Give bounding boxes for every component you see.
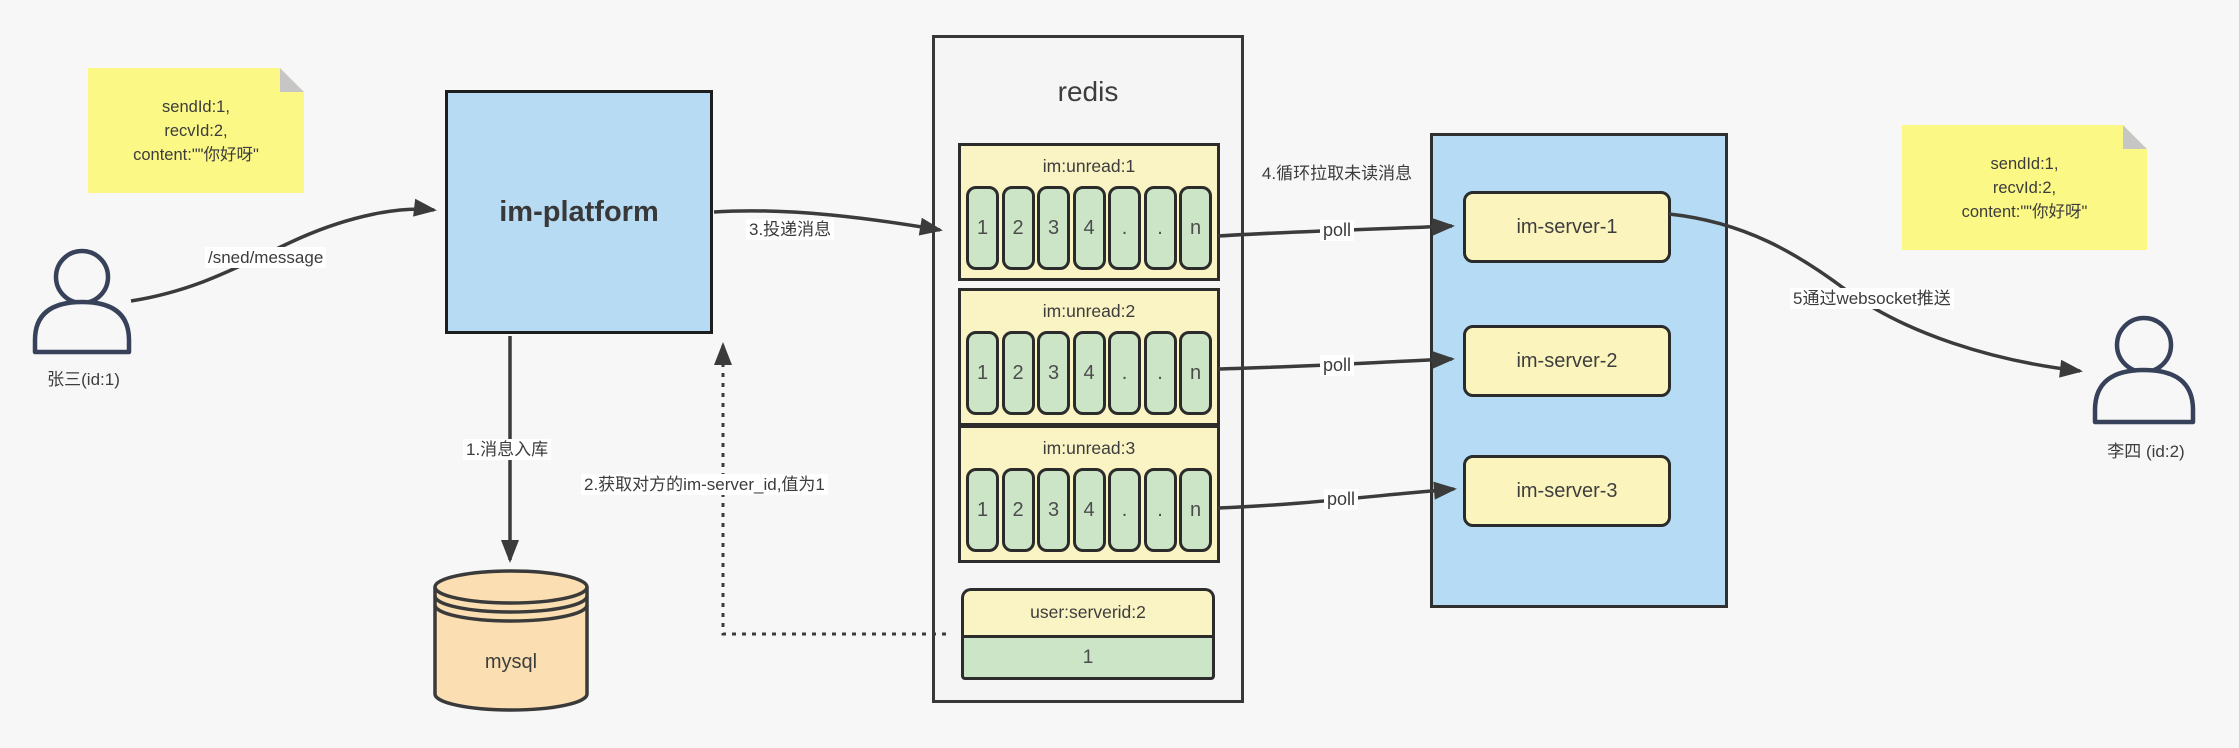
edge-label-poll-3: poll bbox=[1324, 489, 1359, 510]
mysql-cylinder bbox=[433, 569, 589, 712]
queue-cells: 1 2 3 4 . . n bbox=[961, 186, 1217, 270]
queue-im-unread-1: im:unread:1 1 2 3 4 . . n bbox=[958, 143, 1220, 281]
queue-cell: 2 bbox=[1001, 331, 1035, 415]
redis-container: redis im:unread:1 1 2 3 4 . . n im:unrea… bbox=[932, 35, 1244, 703]
queue-cell: . bbox=[1108, 331, 1141, 415]
note-line: sendId:1, bbox=[162, 97, 230, 116]
person-sender-icon bbox=[32, 248, 132, 355]
queue-cell: 3 bbox=[1037, 186, 1070, 270]
mysql-label: mysql bbox=[484, 651, 538, 673]
edge-label-step1: 1.消息入库 bbox=[463, 439, 552, 460]
note-line: recvId:2, bbox=[1992, 178, 2057, 197]
sender-label: 张三(id:1) bbox=[47, 370, 120, 389]
queue-header: im:unread:1 bbox=[1042, 156, 1136, 176]
redis-title: redis bbox=[1057, 76, 1119, 107]
queue-im-unread-3: im:unread:3 1 2 3 4 . . n bbox=[958, 425, 1220, 563]
im-platform-label: im-platform bbox=[499, 195, 659, 228]
queue-cell: n bbox=[1179, 331, 1212, 415]
edge-get-server-id bbox=[714, 342, 946, 636]
queue-header: im:unread:2 bbox=[1042, 301, 1136, 321]
queue-cell: 1 bbox=[966, 186, 999, 270]
queue-cell: . bbox=[1143, 331, 1177, 415]
queue-cell: 4 bbox=[1072, 468, 1106, 552]
queue-cells: 1 2 3 4 . . n bbox=[961, 468, 1217, 552]
edge-deliver-message bbox=[713, 209, 943, 236]
user-serverid-value: 1 bbox=[961, 635, 1215, 680]
person-receiver-icon bbox=[2092, 315, 2196, 425]
edge-label-poll-2: poll bbox=[1320, 355, 1355, 376]
queue-im-unread-2: im:unread:2 1 2 3 4 . . n bbox=[958, 288, 1220, 426]
im-platform-box: im-platform bbox=[445, 90, 713, 334]
edge-send-message bbox=[130, 198, 437, 303]
note-line: sendId:1, bbox=[1990, 154, 2059, 173]
edge-label-send-message: /sned/message bbox=[205, 247, 327, 268]
queue-cell: . bbox=[1143, 468, 1177, 552]
queue-cell: n bbox=[1179, 186, 1212, 270]
queue-cell: . bbox=[1143, 186, 1177, 270]
note-line: content:""你好呀" bbox=[133, 145, 259, 164]
im-server-3-box: im-server-3 bbox=[1463, 455, 1671, 527]
sticky-note-sender: sendId:1, recvId:2, content:""你好呀" bbox=[88, 68, 304, 193]
queue-cell: 3 bbox=[1037, 468, 1070, 552]
edge-label-step3: 3.投递消息 bbox=[746, 219, 835, 240]
im-server-cluster: im-server-1 im-server-2 im-server-3 bbox=[1430, 133, 1728, 608]
im-server-1-box: im-server-1 bbox=[1463, 191, 1671, 263]
user-serverid-header: user:serverid:2 bbox=[961, 588, 1215, 635]
edge-label-poll-1: poll bbox=[1320, 220, 1355, 241]
queue-cell: 4 bbox=[1072, 186, 1106, 270]
note-line: content:""你好呀" bbox=[1961, 202, 2088, 221]
user-serverid-block: user:serverid:2 1 bbox=[961, 588, 1215, 680]
queue-cell: . bbox=[1108, 186, 1141, 270]
edge-label-step2: 2.获取对方的im-server_id,值为1 bbox=[581, 474, 828, 495]
edge-label-step4: 4.循环拉取未读消息 bbox=[1261, 164, 1413, 183]
queue-cell: 3 bbox=[1037, 331, 1070, 415]
queue-cell: 4 bbox=[1072, 331, 1106, 415]
sticky-note-receiver: sendId:1, recvId:2, content:""你好呀" bbox=[1902, 125, 2147, 250]
queue-cell: n bbox=[1179, 468, 1212, 552]
queue-cells: 1 2 3 4 . . n bbox=[961, 331, 1217, 415]
queue-cell: 2 bbox=[1001, 468, 1035, 552]
queue-cell: 2 bbox=[1001, 186, 1035, 270]
receiver-label: 李四 (id:2) bbox=[2107, 442, 2185, 461]
edge-label-step5: 5通过websocket推送 bbox=[1790, 288, 1954, 309]
im-server-2-box: im-server-2 bbox=[1463, 325, 1671, 397]
queue-header: im:unread:3 bbox=[1042, 438, 1136, 458]
queue-cell: 1 bbox=[966, 331, 999, 415]
note-line: recvId:2, bbox=[164, 121, 228, 140]
queue-cell: 1 bbox=[966, 468, 999, 552]
queue-cell: . bbox=[1108, 468, 1141, 552]
